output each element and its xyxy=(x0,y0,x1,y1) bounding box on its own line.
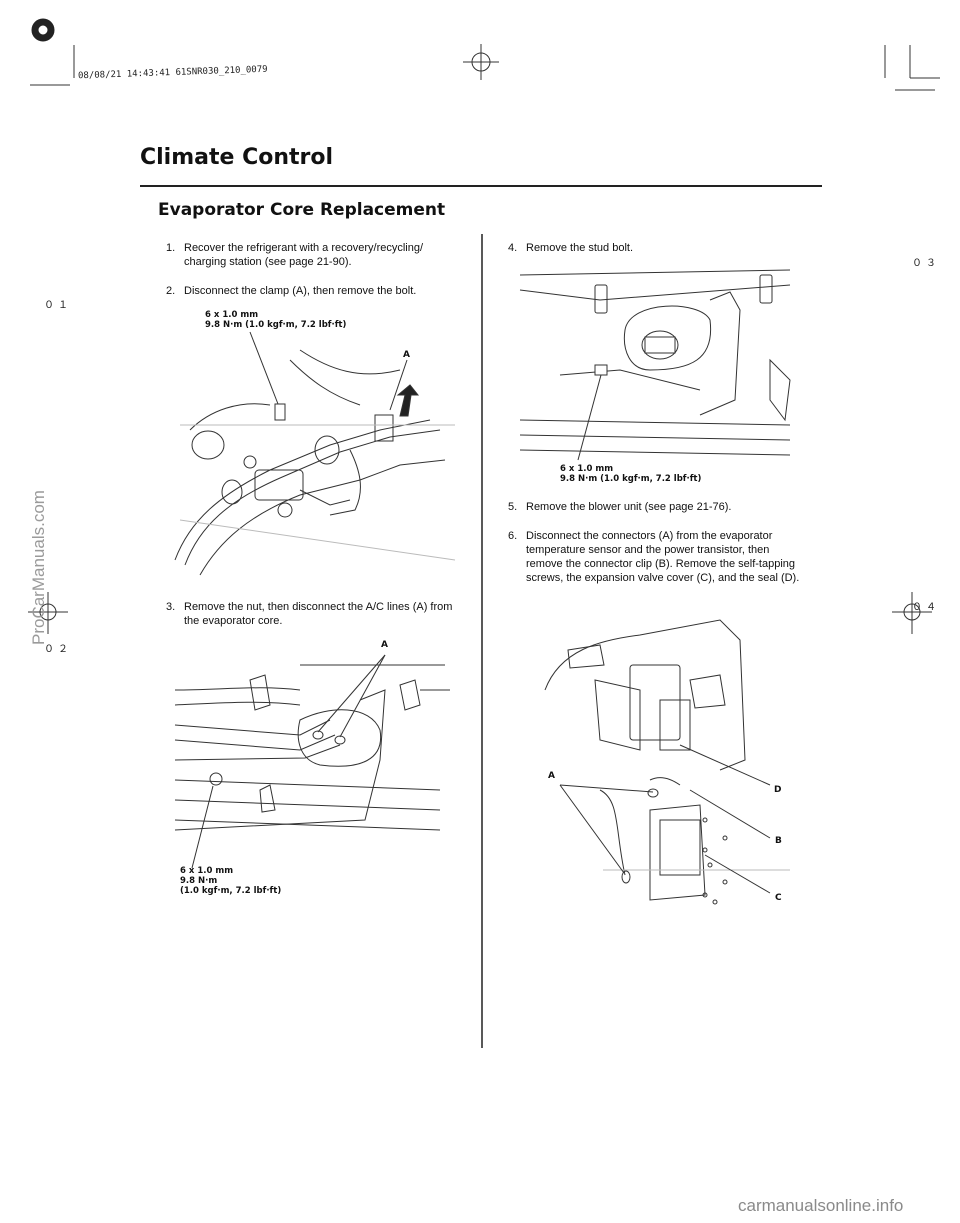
step-text: Remove the nut, then disconnect the A/C … xyxy=(184,601,453,627)
registration-mark-top-left xyxy=(30,18,75,86)
step-text: Disconnect the connectors (A) from the e… xyxy=(526,530,800,584)
step-5: 5. Remove the blower unit (see page 21-7… xyxy=(508,500,808,514)
step-number: 2. xyxy=(166,285,176,297)
fig4-callout-c: C xyxy=(775,893,782,903)
figure-ac-lines xyxy=(174,654,450,869)
step-number: 6. xyxy=(508,530,518,542)
watermark-side: ProCarManuals.com xyxy=(29,490,48,645)
fig1-callout-a: A xyxy=(403,350,410,360)
crosshair-right xyxy=(892,592,932,634)
step-text: Disconnect the clamp (A), then remove th… xyxy=(184,285,417,297)
fig1-torque-spec: 6 x 1.0 mm 9.8 N·m (1.0 kgf·m, 7.2 lbf·f… xyxy=(205,310,347,330)
fig4-callout-a: A xyxy=(548,771,555,781)
corner-mark-01: ０１ xyxy=(44,300,72,311)
step-1: 1. Recover the refrigerant with a recove… xyxy=(166,241,466,269)
fig4-callout-d: D xyxy=(774,785,782,795)
corner-mark-04: ０４ xyxy=(912,602,940,613)
step-text: Remove the blower unit (see page 21-76). xyxy=(526,501,732,513)
figure-stud-bolt xyxy=(519,269,791,461)
fig3-callout-a: A xyxy=(381,640,388,650)
step-text: Remove the stud bolt. xyxy=(526,242,634,254)
fig4-callout-b: B xyxy=(775,836,782,846)
figure-clamp-bolt xyxy=(174,331,456,576)
step-6: 6. Disconnect the connectors (A) from th… xyxy=(508,529,808,585)
step-3: 3. Remove the nut, then disconnect the A… xyxy=(166,600,466,628)
step-4: 4. Remove the stud bolt. xyxy=(508,241,808,255)
fig2-torque-spec: 6 x 1.0 mm 9.8 N·m (1.0 kgf·m, 7.2 lbf·f… xyxy=(560,464,702,484)
step-number: 4. xyxy=(508,242,518,254)
crosshair-left xyxy=(28,592,68,634)
step-number: 5. xyxy=(508,501,518,513)
registration-mark-top-right xyxy=(884,45,940,91)
step-number: 1. xyxy=(166,242,176,254)
chapter-title: Climate Control xyxy=(140,145,334,170)
figure-evaporator-exploded xyxy=(544,619,790,905)
crosshair-top-center xyxy=(463,44,499,80)
section-title: Evaporator Core Replacement xyxy=(158,200,446,220)
corner-mark-02: ０２ xyxy=(44,644,72,655)
step-2: 2. Disconnect the clamp (A), then remove… xyxy=(166,284,466,298)
watermark-bottom: carmanualsonline.info xyxy=(738,1196,904,1215)
step-text: Recover the refrigerant with a recovery/… xyxy=(184,242,424,268)
fig3-torque-spec: 6 x 1.0 mm 9.8 N·m (1.0 kgf·m, 7.2 lbf·f… xyxy=(180,866,282,896)
step-number: 3. xyxy=(166,601,176,613)
corner-mark-03: ０３ xyxy=(912,258,940,269)
